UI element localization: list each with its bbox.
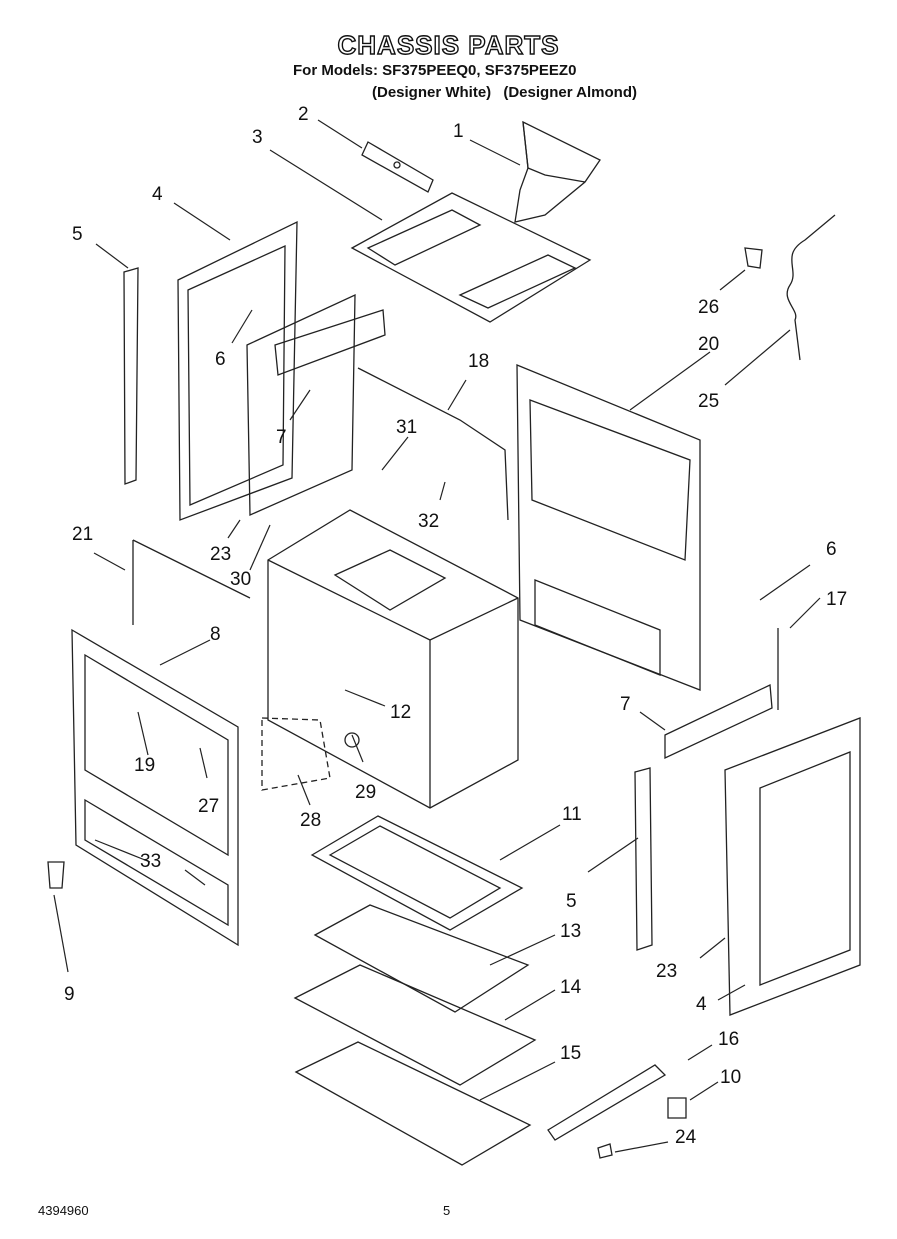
part-26-clip xyxy=(744,247,763,269)
part-4-right-side xyxy=(724,717,861,1016)
models-line: For Models: SF375PEEQ0, SF375PEEZ0 xyxy=(293,62,577,79)
callout-8: 8 xyxy=(210,624,221,645)
callout-3: 3 xyxy=(252,127,263,148)
callout-6-right: 6 xyxy=(826,539,837,560)
callout-26: 26 xyxy=(698,297,720,318)
part-15-drawer-bottom xyxy=(294,1041,532,1166)
callout-17: 17 xyxy=(826,589,848,610)
callout-20: 20 xyxy=(698,334,720,355)
callout-5-right: 5 xyxy=(566,891,577,912)
callout-1: 1 xyxy=(453,121,464,142)
part-28-bracket xyxy=(261,717,331,791)
callout-5: 5 xyxy=(72,224,83,245)
callout-7-right: 7 xyxy=(620,694,631,715)
callout-7: 7 xyxy=(276,427,287,448)
page-number: 5 xyxy=(443,1203,451,1218)
part-29-light xyxy=(344,732,360,748)
part-4-left-side xyxy=(177,220,298,521)
callout-32: 32 xyxy=(418,511,440,532)
callout-18: 18 xyxy=(468,351,490,372)
part-2-bracket xyxy=(361,141,434,193)
variant-white: (Designer White) xyxy=(372,84,492,101)
callout-2: 2 xyxy=(298,104,309,125)
part-9-leveling-leg xyxy=(47,861,65,889)
part-10-foot xyxy=(667,1097,687,1119)
callout-23-right: 23 xyxy=(656,961,678,982)
page-title: CHASSIS PARTS xyxy=(337,29,560,60)
callout-28: 28 xyxy=(300,810,322,831)
variant-almond: (Designer Almond) xyxy=(503,84,637,101)
part-18-gasket xyxy=(357,367,509,521)
part-3-top-panel xyxy=(350,192,592,323)
part-5-right-trim xyxy=(634,767,653,951)
callout-27: 27 xyxy=(198,796,220,817)
part-1-duct xyxy=(514,120,601,223)
part-5-left-trim xyxy=(123,267,139,485)
callout-6: 6 xyxy=(215,349,226,370)
callout-29: 29 xyxy=(355,782,377,803)
callout-10: 10 xyxy=(720,1067,742,1088)
part-11-broiler-pan xyxy=(310,815,524,931)
leader-lines xyxy=(53,119,821,1153)
callout-25: 25 xyxy=(698,391,720,412)
part-21-seal xyxy=(132,539,251,625)
callout-4: 4 xyxy=(152,184,163,205)
variant-names: (Designer White) (Designer Almond) xyxy=(372,84,645,101)
part-20-back-panel xyxy=(516,364,701,691)
oven-cavity xyxy=(267,509,519,809)
callout-19: 19 xyxy=(134,755,156,776)
callout-33: 33 xyxy=(140,851,162,872)
part-13-rack xyxy=(313,904,530,1013)
callout-15: 15 xyxy=(560,1043,582,1064)
callout-23: 23 xyxy=(210,544,232,565)
document-number: 4394960 xyxy=(38,1203,89,1218)
part-7-right-insulation xyxy=(664,684,773,760)
callout-11: 11 xyxy=(562,804,582,825)
part-7-insulation-left xyxy=(246,293,386,516)
callout-4-right: 4 xyxy=(696,994,707,1015)
callout-13: 13 xyxy=(560,921,582,942)
callout-14: 14 xyxy=(560,977,582,998)
callout-31: 31 xyxy=(396,417,418,438)
part-14-drawer xyxy=(293,964,537,1086)
part-16-rail xyxy=(547,1064,667,1141)
callout-9: 9 xyxy=(64,984,75,1005)
part-25-power-cord xyxy=(786,214,836,361)
callout-16: 16 xyxy=(718,1029,740,1050)
callout-24: 24 xyxy=(675,1127,697,1148)
callout-30: 30 xyxy=(230,569,252,590)
callout-12: 12 xyxy=(390,702,412,723)
callout-21: 21 xyxy=(72,524,94,545)
part-24-clip xyxy=(597,1143,613,1159)
part-8-front-frame xyxy=(71,628,239,947)
